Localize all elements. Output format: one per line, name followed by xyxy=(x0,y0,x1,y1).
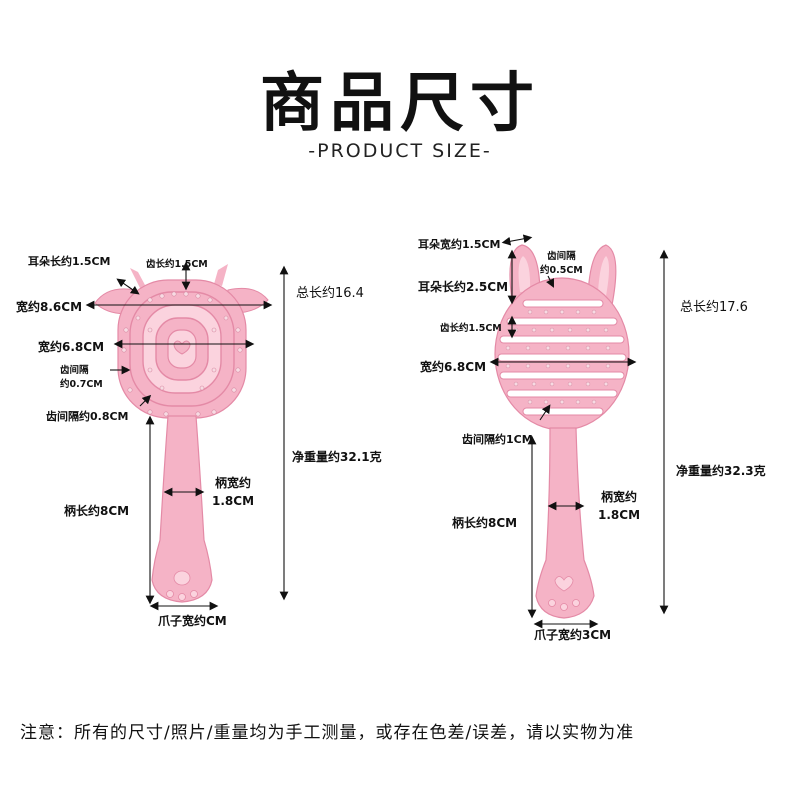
page-subtitle: -PRODUCT SIZE- xyxy=(308,140,492,162)
right-tooth-length-label: 齿长约1.5CM xyxy=(440,323,502,334)
left-tooth-gap-b-label: 齿间隔约0.8CM xyxy=(46,410,129,423)
left-tooth-length-label: 齿长约1.5CM xyxy=(146,259,208,270)
right-ear-length-label: 耳朵长约2.5CM xyxy=(418,280,509,294)
left-ear-length-label: 耳朵长约1.5CM xyxy=(28,255,111,268)
right-handle-length-label: 柄长约8CM xyxy=(452,516,518,530)
left-handle-width-label: 柄宽约 1.8CM xyxy=(212,476,255,508)
right-tooth-gap-b-label: 齿间隔约1CM xyxy=(462,433,533,446)
right-handle-width-label: 柄宽约 1.8CM xyxy=(598,490,641,522)
page-title: 商品尺寸 xyxy=(260,67,540,141)
right-total-length-label: 总长约17.6 xyxy=(680,300,748,315)
left-paw-width-label: 爪子宽约CM xyxy=(158,614,227,628)
right-net-weight-label: 净重量约32.3克 xyxy=(676,464,766,478)
right-paw-width-label: 爪子宽约3CM xyxy=(534,628,612,642)
left-brush-image xyxy=(94,264,269,603)
right-tooth-gap-a-label: 齿间隔 约0.5CM xyxy=(540,251,583,276)
left-width-outer-label: 宽约8.6CM xyxy=(16,300,83,314)
left-tooth-gap-a-label: 齿间隔 约0.7CM xyxy=(60,365,103,390)
right-width-label: 宽约6.8CM xyxy=(420,360,487,374)
left-total-length-label: 总长约16.4 xyxy=(296,286,364,301)
left-net-weight-label: 净重量约32.1克 xyxy=(292,450,382,464)
right-ear-width-label: 耳朵宽约1.5CM xyxy=(418,238,501,251)
left-width-inner-label: 宽约6.8CM xyxy=(38,340,105,354)
left-handle-length-label: 柄长约8CM xyxy=(64,504,130,518)
disclaimer-note: 注意：所有的尺寸/照片/重量均为手工测量，或存在色差/误差，请以实物为准 xyxy=(20,723,635,743)
